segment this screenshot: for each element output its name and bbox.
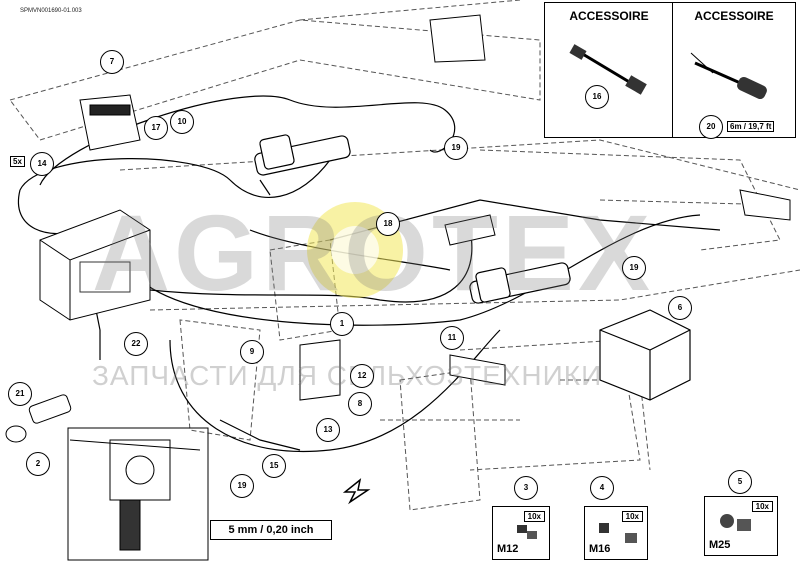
callout-2: 2: [26, 452, 50, 476]
gland-icon: [720, 514, 751, 531]
callout-8: 8: [348, 392, 372, 416]
callout-18: 18: [376, 212, 400, 236]
callout-20: 20: [699, 115, 723, 139]
callout-11: 11: [440, 326, 464, 350]
callout-6: 6: [668, 296, 692, 320]
sensor-bracket: [299, 14, 791, 401]
hydraulic-cylinder-upper: [254, 134, 351, 196]
callout-13: 13: [316, 418, 340, 442]
kit-quantity: 10x: [751, 501, 773, 512]
hydraulic-cylinder-lower: [469, 262, 571, 304]
callout-3: 3: [514, 476, 538, 500]
accessory-panel-16: ACCESSOIRE 16: [544, 2, 674, 138]
scale-label: 5 mm / 0,20 inch: [210, 520, 332, 540]
quantity-label: 5x: [10, 156, 25, 167]
detail-inset: [67, 427, 209, 561]
kit-quantity: 10x: [621, 511, 643, 522]
callout-17: 17: [144, 116, 168, 140]
callout-14: 14: [30, 152, 54, 176]
callout-4: 4: [590, 476, 614, 500]
callout-15: 15: [262, 454, 286, 478]
control-box: [599, 309, 691, 401]
kit-size: M12: [497, 543, 519, 555]
document-code: SPMVN001690-01.003: [20, 8, 82, 14]
callout-21: 21: [8, 382, 32, 406]
callout-10: 10: [170, 110, 194, 134]
callout-19-right: 19: [622, 256, 646, 280]
kit-size: M16: [589, 543, 611, 555]
accessory-title: ACCESSOIRE: [694, 9, 774, 23]
kit-quantity: 10x: [523, 511, 545, 522]
accessory-title: ACCESSOIRE: [569, 9, 649, 23]
callout-1: 1: [330, 312, 354, 336]
gland-icon: [517, 525, 537, 539]
callout-5: 5: [728, 470, 752, 494]
callout-19-top: 19: [444, 136, 468, 160]
callout-9: 9: [240, 340, 264, 364]
cable-accessory-icon: [569, 44, 647, 95]
watermark-brand: AGROTEX: [92, 192, 655, 313]
cable-length-label: 6m / 19,7 ft: [727, 121, 775, 132]
electronics-module: [79, 94, 141, 151]
gland-icon: [599, 523, 637, 543]
callout-22: 22: [124, 332, 148, 356]
callout-7: 7: [100, 50, 124, 74]
callout-19-bottom: 19: [230, 474, 254, 498]
callout-12: 12: [350, 364, 374, 388]
connector-plug: [5, 394, 72, 443]
cable-accessory-icon: [690, 52, 767, 100]
kit-size: M25: [709, 539, 731, 551]
accessory-panel-20: ACCESSOIRE 20 6m / 19,7 ft: [672, 2, 796, 139]
direction-arrow: [342, 478, 371, 505]
gland-kit-m25: 10x M25: [704, 496, 778, 556]
gland-kit-m16: 10x M16: [584, 506, 648, 560]
watermark-tagline: ЗАПЧАСТИ ДЛЯ СЕЛЬХОЗТЕХНИКИ: [92, 360, 603, 391]
gland-kit-m12: 10x M12: [492, 506, 550, 560]
callout-16: 16: [585, 85, 609, 109]
junction-box: [39, 209, 151, 321]
